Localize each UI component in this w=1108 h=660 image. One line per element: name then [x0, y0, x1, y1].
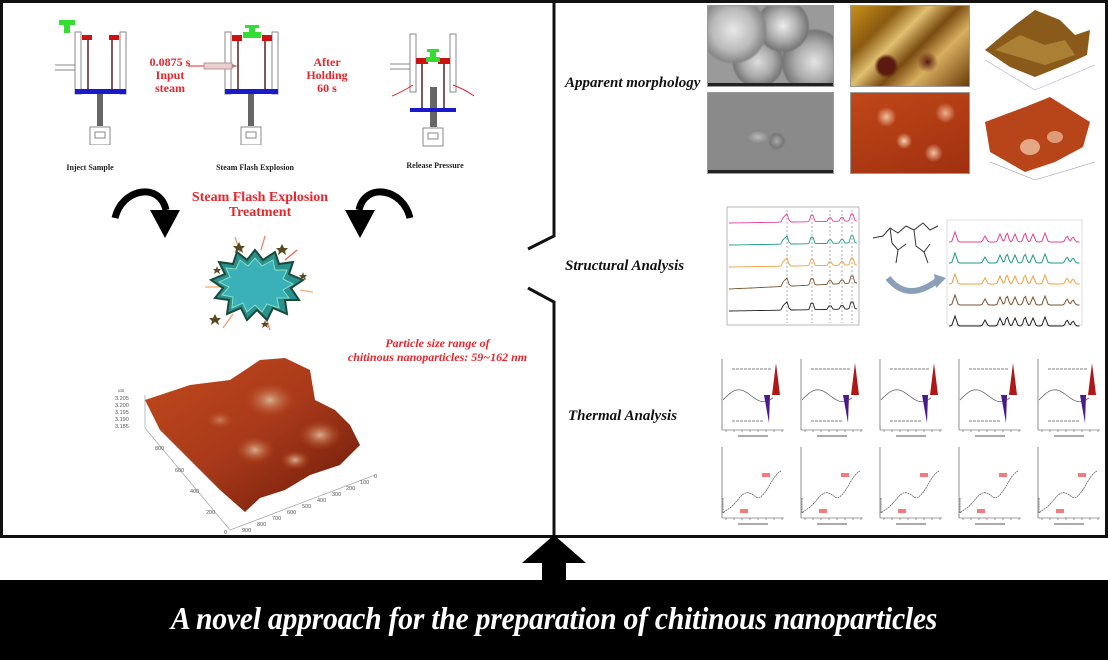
apparatus-inject-sample — [55, 20, 127, 145]
curved-arrow-right-down-icon — [111, 188, 180, 238]
afm-x-tick: 100 — [360, 480, 369, 486]
afm-z-tick: 3.185 — [115, 424, 129, 430]
thermal-analysis-plots — [721, 359, 1100, 525]
particle-size-text: Particle size range of chitinous nanopar… — [325, 336, 550, 364]
afm-x-tick: 800 — [257, 522, 266, 528]
afm-2d-image-raw — [850, 5, 970, 87]
dsc-plot — [958, 359, 1021, 437]
apparatus-release-pressure — [390, 33, 475, 147]
dsc-plot — [800, 359, 863, 437]
holding-word1: After — [313, 55, 341, 69]
panel-divider — [527, 0, 556, 536]
sparkle-icons — [209, 242, 307, 328]
input-steam-time: 0.0875 s — [149, 55, 191, 69]
explosion-starburst-icon — [205, 235, 314, 331]
treatment-label: Steam Flash Explosion Treatment — [170, 190, 350, 220]
apparatus-steam-flash-explosion — [224, 25, 279, 145]
tga-plot — [800, 447, 863, 525]
afm-x-tick: 600 — [287, 510, 296, 516]
afm-x-unit: nm — [234, 534, 242, 535]
spectrum-line — [729, 256, 858, 268]
afm-z-tick: 3.190 — [115, 417, 129, 423]
section-label-structural-analysis: Structural Analysis — [565, 258, 685, 274]
afm-x-tick: 200 — [346, 486, 355, 492]
tga-plot — [721, 447, 784, 525]
afm-x-tick: 900 — [242, 528, 251, 534]
spectrum-line — [729, 300, 858, 312]
section-label-thermal-analysis: Thermal Analysis — [568, 408, 678, 424]
steam-input-arrow — [188, 62, 238, 70]
particle-size-line1: Particle size range of — [385, 336, 490, 350]
afm-x-tick: 700 — [272, 516, 281, 522]
spectrum-line — [948, 272, 1080, 285]
treatment-line1: Steam Flash Explosion — [191, 190, 329, 205]
valve-icon — [59, 20, 75, 33]
spectra-stack-left — [726, 206, 860, 326]
holding-text: After Holding 60 s — [292, 56, 362, 95]
afm-x-tick: 0 — [374, 474, 377, 480]
tga-plot — [958, 447, 1021, 525]
particle-size-line2: chitinous nanoparticles: 59~162 nm — [347, 350, 528, 364]
spectra-stack-right — [946, 219, 1083, 327]
spectrum-line — [948, 251, 1080, 264]
afm-2d-image-treated — [850, 92, 970, 174]
chitin-molecule-structure — [872, 222, 946, 294]
spectrum-line — [948, 230, 1080, 243]
afm-x-tick: 500 — [302, 504, 311, 510]
treatment-line2: Treatment — [228, 205, 292, 220]
afm-z-tick: 3.195 — [115, 410, 129, 416]
input-steam-text: 0.0875 s Input steam — [135, 56, 205, 95]
input-steam-word2: steam — [155, 81, 185, 95]
bottom-banner — [0, 580, 1108, 660]
sem-image-treated — [707, 92, 834, 174]
valve-icon — [426, 49, 440, 62]
afm-y-tick: 800 — [155, 446, 164, 452]
spectrum-line — [728, 275, 858, 290]
afm-z-unit: um — [118, 389, 125, 394]
dsc-plot — [879, 359, 942, 437]
spectrum-line — [948, 293, 1080, 306]
dsc-plot — [1037, 359, 1100, 437]
afm-x-tick: 400 — [317, 498, 326, 504]
afm-3d-surface-plot: um 3.205 3.200 3.195 3.190 3.185 800 600… — [115, 358, 377, 535]
step-label-inject-sample: Inject Sample — [66, 163, 114, 172]
afm-y-tick: 0 — [224, 530, 227, 535]
dsc-plot — [721, 359, 784, 437]
spectrum-line — [948, 314, 1080, 327]
afm-z-tick: 3.200 — [115, 403, 129, 409]
spectrum-line — [729, 234, 858, 246]
step-label-steam-flash-explosion: Steam Flash Explosion — [216, 163, 294, 172]
afm-y-tick: 400 — [190, 489, 199, 495]
afm-3d-small-treated — [985, 97, 1096, 181]
tga-plot — [879, 447, 942, 525]
up-arrow-icon — [522, 535, 586, 583]
section-label-apparent-morphology: Apparent morphology — [565, 75, 701, 91]
afm-z-tick: 3.205 — [115, 396, 129, 402]
valve-icon — [243, 25, 261, 38]
step-label-release-pressure: Release Pressure — [406, 161, 464, 170]
banner-title: A novel approach for the preparation of … — [170, 600, 938, 636]
holding-time: 60 s — [317, 81, 337, 95]
sem-image-raw — [707, 5, 834, 87]
curved-arrow-left-down-icon — [345, 188, 414, 238]
afm-3d-small-raw — [984, 10, 1096, 91]
tga-plot — [1037, 447, 1100, 525]
spectrum-line — [729, 212, 858, 224]
holding-word2: Holding — [306, 68, 348, 82]
input-steam-word1: Input — [155, 68, 185, 82]
afm-x-tick: 300 — [332, 492, 341, 498]
afm-y-tick: 200 — [206, 510, 215, 516]
afm-y-tick: 600 — [175, 468, 184, 474]
